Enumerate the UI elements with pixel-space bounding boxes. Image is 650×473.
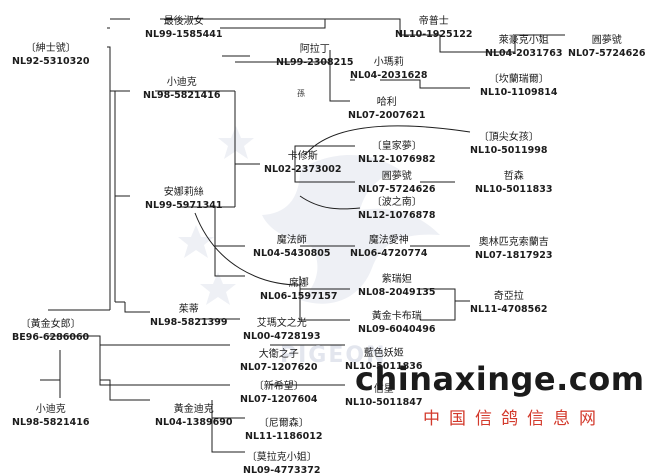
node-miss-molar: 〔莫拉克小姐〕NL09-4773372 xyxy=(243,452,321,473)
node-wave-south: 〔波之南〕NL12-1076878 xyxy=(358,197,436,221)
site-watermark-cn: 中国信鸽信息网 xyxy=(423,409,605,429)
node-root-sire: 〔紳士號〕NL92-5310320 xyxy=(12,43,90,67)
node-top-girl: 〔頂尖女孩〕NL10-5011998 xyxy=(470,132,548,156)
star-icon xyxy=(178,225,214,258)
site-watermark: chinaxinge.com xyxy=(355,360,645,398)
relation-tag: 孫 xyxy=(297,88,305,98)
node-new-hope: 〔新希望〕NL07-1207604 xyxy=(240,381,318,405)
faint-watermark-text: PIGEON xyxy=(280,343,387,368)
node-kanlan-ruilong: 〔坎蘭瑞爾〕NL10-1109814 xyxy=(480,74,558,98)
star-icon xyxy=(200,272,236,305)
star-icon xyxy=(218,126,254,159)
node-root-dam: 〔黃金女郎〕BE96-6286060 xyxy=(12,319,90,343)
node-royal-dream: 〔皇家夢〕NL12-1076982 xyxy=(358,141,436,165)
node-nils: 〔尼爾森〕NL11-1186012 xyxy=(245,418,323,442)
pigeon-emblem-watermark xyxy=(178,126,440,305)
